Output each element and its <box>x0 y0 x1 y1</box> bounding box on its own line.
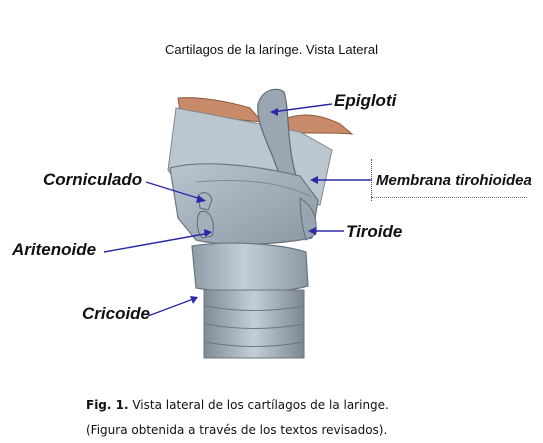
arrow-aritenoide <box>103 232 211 253</box>
caption-text-1: Vista lateral de los cartílagos de la la… <box>128 398 389 412</box>
tracheal-ring <box>203 305 305 311</box>
label-membrana-tirohioidea: Membrana tirohioidea <box>376 172 532 189</box>
label-aritenoide: Aritenoide <box>12 240 97 259</box>
arrow-corniculado-head <box>196 195 206 203</box>
corniculate-cartilage <box>197 192 213 211</box>
leader-dotted-horizontal <box>371 197 527 199</box>
arrow-corniculado <box>145 181 205 201</box>
arrow-cricoide-head <box>190 296 198 304</box>
cricoid-cartilage <box>191 242 309 293</box>
figure-caption: Fig. 1. Vista lateral de los cartílagos … <box>86 393 526 443</box>
thyroid-cartilage <box>169 163 319 245</box>
arrow-membrana-head <box>310 176 318 184</box>
leader-dotted-vertical <box>371 159 373 201</box>
arrow-epigloti-head <box>270 108 278 116</box>
arrow-cricoide <box>147 297 197 317</box>
arrow-tiroide-head <box>308 227 316 235</box>
tracheal-ring <box>203 323 305 329</box>
thyroid-ridge <box>195 180 311 197</box>
label-tiroide: Tiroide <box>346 222 403 241</box>
tracheal-ring <box>203 341 305 347</box>
label-epigloti: Epigloti <box>334 91 397 110</box>
trachea <box>203 289 305 359</box>
label-corniculado: Corniculado <box>43 170 143 189</box>
arrow-aritenoide-head <box>204 229 212 237</box>
caption-line-2: (Figura obtenida a través de los textos … <box>86 423 388 437</box>
label-cricoide: Cricoide <box>82 304 151 323</box>
caption-fig-label: Fig. 1. <box>86 398 129 412</box>
caption-line-1: Fig. 1. Vista lateral de los cartílagos … <box>86 393 526 418</box>
arrow-epigloti <box>271 103 333 113</box>
diagram-title: Cartilagos de la larínge. Vista Lateral <box>165 42 378 57</box>
